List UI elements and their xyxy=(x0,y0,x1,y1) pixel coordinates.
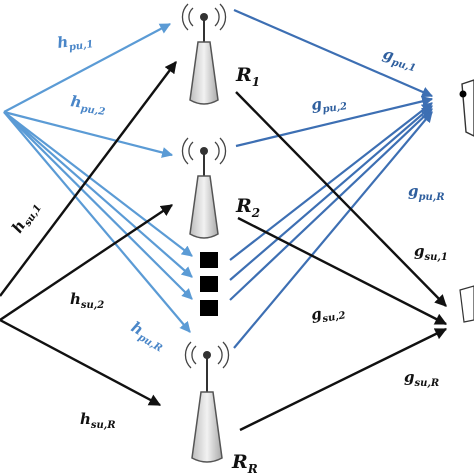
antenna-tip-icon xyxy=(200,13,208,21)
antenna-tip-icon xyxy=(203,351,211,359)
link-g-pu-2 xyxy=(235,95,434,148)
secondary-receiver-icon xyxy=(459,285,474,323)
label-h-su-2: hsu,2 xyxy=(70,290,104,311)
label-g-su-2: gsu,2 xyxy=(310,300,347,327)
tower-icon xyxy=(191,391,223,463)
link-h-pu-block-1 xyxy=(3,111,193,257)
link-g-pu-R xyxy=(233,111,433,349)
relay-1-label: R1 xyxy=(235,64,260,89)
antenna-icon xyxy=(184,341,230,369)
relay-R xyxy=(184,341,230,463)
tower-icon xyxy=(189,41,219,105)
label-g-su-1: gsu,1 xyxy=(414,242,448,263)
tower-icon xyxy=(189,175,219,239)
label-g-pu-2: gpu,2 xyxy=(310,91,348,117)
relay-2-label: R2 xyxy=(235,195,260,220)
link-g-su-2 xyxy=(237,216,448,326)
link-h-su-R xyxy=(0,318,162,407)
label-h-pu-2: hpu,2 xyxy=(69,92,107,118)
secondary-links xyxy=(0,61,448,432)
secondary-destination xyxy=(459,285,474,323)
link-g-pu-block-1 xyxy=(229,102,433,261)
ellipsis-relays xyxy=(200,252,218,316)
primary-receiver-icon xyxy=(461,79,474,137)
primary-destination xyxy=(459,79,474,137)
label-h-su-1: hsu,1 xyxy=(8,198,44,238)
link-h-pu-block-3 xyxy=(3,111,193,300)
link-g-pu-block-3 xyxy=(229,108,433,301)
link-g-su-R xyxy=(239,327,448,432)
label-h-su-R: hsu,R xyxy=(80,410,116,431)
link-h-su-1 xyxy=(0,61,177,297)
link-g-su-1 xyxy=(235,91,447,307)
link-h-pu-R xyxy=(3,111,191,333)
link-h-pu-block-2 xyxy=(3,111,193,278)
link-h-pu-1 xyxy=(3,23,171,113)
label-g-su-R: gsu,R xyxy=(404,368,439,389)
antenna-icon xyxy=(181,3,227,31)
antenna-icon xyxy=(181,137,227,165)
link-g-pu-block-2 xyxy=(229,105,433,281)
link-h-su-2 xyxy=(0,204,173,321)
relay-1 xyxy=(181,3,227,105)
ellipsis-block xyxy=(200,300,218,316)
label-h-pu-1: hpu,1 xyxy=(56,29,94,55)
label-h-pu-R: hpu,R xyxy=(127,318,170,355)
label-g-pu-R: gpu,R xyxy=(408,182,445,203)
primary-links-to-destination xyxy=(229,8,434,349)
primary-links-from-source xyxy=(3,23,193,333)
link-g-pu-1 xyxy=(233,8,434,98)
receiver-dot-icon xyxy=(459,90,467,98)
label-g-pu-1: gpu,1 xyxy=(380,45,420,75)
link-h-pu-2 xyxy=(3,110,174,158)
relay-R-label: RR xyxy=(231,451,258,474)
antenna-tip-icon xyxy=(200,147,208,155)
relay-2 xyxy=(181,137,227,239)
ellipsis-block xyxy=(200,252,218,268)
ellipsis-block xyxy=(200,276,218,292)
